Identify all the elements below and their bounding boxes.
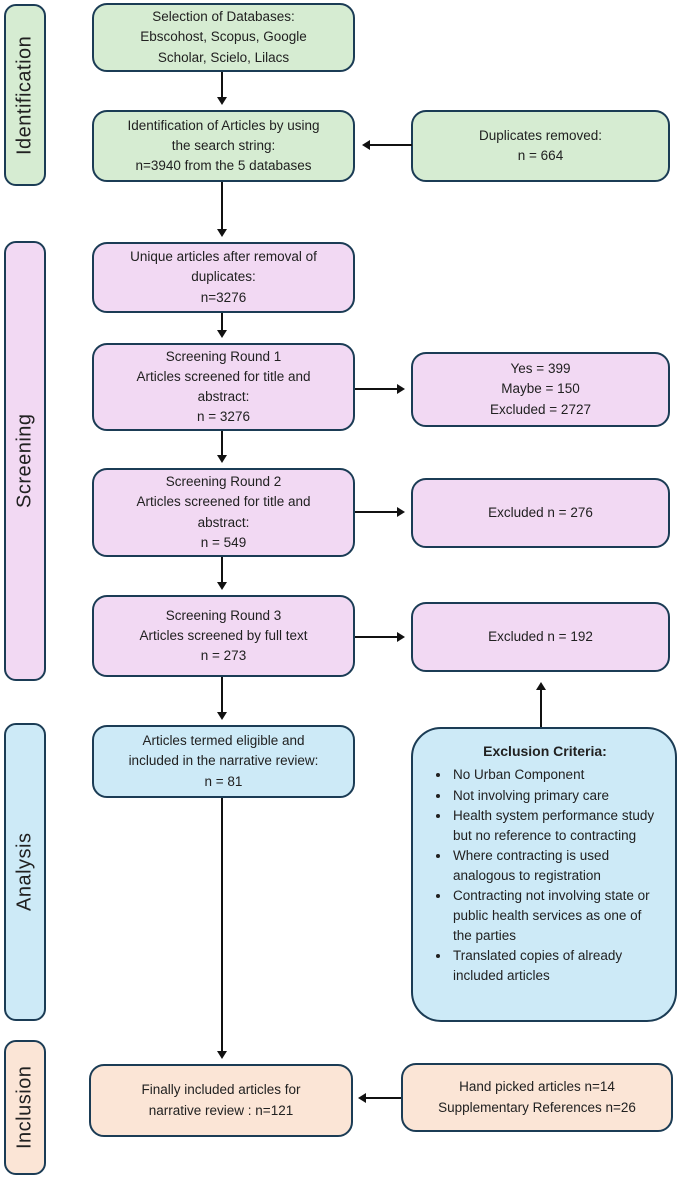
stage-label-inclusion: Inclusion xyxy=(4,1040,46,1175)
box-round-1-outcome: Yes = 399 Maybe = 150 Excluded = 2727 xyxy=(411,352,670,427)
box-finally-included: Finally included articles for narrative … xyxy=(89,1064,353,1137)
exclusion-criteria-item: Health system performance study but no r… xyxy=(451,806,663,846)
box-selection-of-databases: Selection of Databases: Ebscohost, Scopu… xyxy=(92,3,355,72)
exclusion-criteria-item: Translated copies of already included ar… xyxy=(451,946,663,986)
arrow-eligible-to-final xyxy=(217,798,227,1059)
arrow-unique-to-round1 xyxy=(217,313,227,338)
arrow-identification-to-unique xyxy=(217,182,227,237)
box-screening-round-3: Screening Round 3 Articles screened by f… xyxy=(92,595,355,677)
box-round-3-excluded: Excluded n = 192 xyxy=(411,602,670,672)
arrow-round2-to-round3 xyxy=(217,557,227,590)
exclusion-criteria-item: Where contracting is used analogous to r… xyxy=(451,846,663,886)
arrow-round3-to-excluded xyxy=(355,632,405,642)
arrow-round1-to-round2 xyxy=(217,431,227,463)
arrow-exclusion-to-excluded xyxy=(536,682,546,727)
box-eligible-articles: Articles termed eligible and included in… xyxy=(92,725,355,798)
box-round-2-excluded: Excluded n = 276 xyxy=(411,478,670,548)
exclusion-criteria-title: Exclusion Criteria: xyxy=(483,743,607,759)
exclusion-criteria-item: Contracting not involving state or publi… xyxy=(451,886,663,946)
box-hand-picked: Hand picked articles n=14 Supplementary … xyxy=(401,1063,673,1132)
arrow-round2-to-excluded xyxy=(355,507,405,517)
arrow-selection-to-identification xyxy=(217,72,227,105)
stage-label-screening: Screening xyxy=(4,241,46,681)
arrow-duplicates-to-identification xyxy=(362,140,412,150)
box-unique-articles: Unique articles after removal of duplica… xyxy=(92,242,355,313)
exclusion-criteria-item: No Urban Component xyxy=(451,765,663,786)
arrow-round1-to-outcome xyxy=(355,384,405,394)
exclusion-criteria-list: No Urban Component Not involving primary… xyxy=(427,765,663,986)
stage-label-analysis: Analysis xyxy=(4,723,46,1021)
exclusion-criteria-item: Not involving primary care xyxy=(451,786,663,807)
box-duplicates-removed: Duplicates removed: n = 664 xyxy=(411,110,670,182)
box-screening-round-1: Screening Round 1 Articles screened for … xyxy=(92,343,355,431)
box-screening-round-2: Screening Round 2 Articles screened for … xyxy=(92,468,355,557)
arrow-round3-to-eligible xyxy=(217,677,227,720)
arrow-handpicked-to-final xyxy=(358,1093,401,1103)
box-exclusion-criteria: Exclusion Criteria: No Urban Component N… xyxy=(411,727,677,1022)
box-identification-of-articles: Identification of Articles by using the … xyxy=(92,110,355,182)
stage-label-identification: Identification xyxy=(4,4,46,186)
